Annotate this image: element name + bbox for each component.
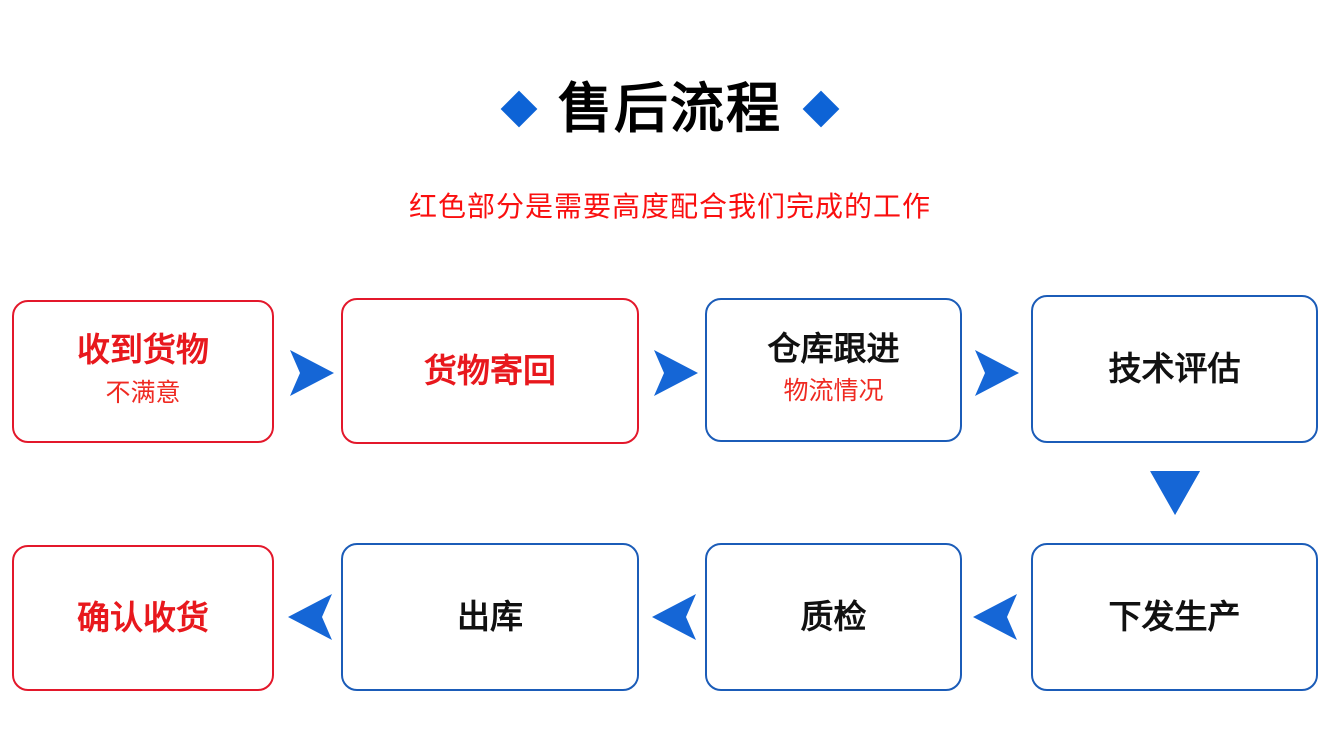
flow-node-tech-eval[interactable]: 技术评估 [1031, 295, 1318, 443]
page-title-row: 售后流程 [0, 82, 1340, 136]
flow-node-title: 出库 [457, 597, 523, 635]
flow-node-quality-check[interactable]: 质检 [705, 543, 962, 691]
arrow-right-icon-1 [287, 348, 335, 398]
flow-node-outbound[interactable]: 出库 [341, 543, 639, 691]
page-title: 售后流程 [558, 79, 782, 139]
flow-node-title: 下发生产 [1108, 597, 1241, 635]
arrow-down-icon [1148, 468, 1202, 518]
diamond-right-icon [802, 90, 840, 128]
flow-node-warehouse[interactable]: 仓库跟进 物流情况 [705, 298, 962, 442]
arrow-right-icon-3 [972, 348, 1020, 398]
flow-node-to-production[interactable]: 下发生产 [1031, 543, 1318, 691]
arrow-left-icon-3 [287, 592, 335, 642]
diamond-left-icon [500, 90, 538, 128]
flow-node-title: 技术评估 [1108, 349, 1241, 387]
flow-node-subtitle: 物流情况 [783, 377, 884, 406]
flow-node-send-back[interactable]: 货物寄回 [341, 298, 639, 444]
flow-node-confirm-receipt[interactable]: 确认收货 [12, 545, 274, 691]
flow-node-title: 仓库跟进 [767, 329, 900, 367]
page-subtitle: 红色部分是需要高度配合我们完成的工作 [408, 191, 931, 222]
flow-node-subtitle: 不满意 [105, 378, 181, 407]
arrow-left-icon-1 [972, 592, 1020, 642]
arrow-right-icon-2 [651, 348, 699, 398]
arrow-left-icon-2 [651, 592, 699, 642]
flow-node-title: 收到货物 [77, 331, 209, 369]
flow-node-title: 货物寄回 [424, 351, 556, 389]
flow-node-title: 质检 [800, 597, 867, 635]
flow-node-receive-goods[interactable]: 收到货物 不满意 [12, 300, 274, 443]
flow-node-title: 确认收货 [77, 598, 209, 636]
